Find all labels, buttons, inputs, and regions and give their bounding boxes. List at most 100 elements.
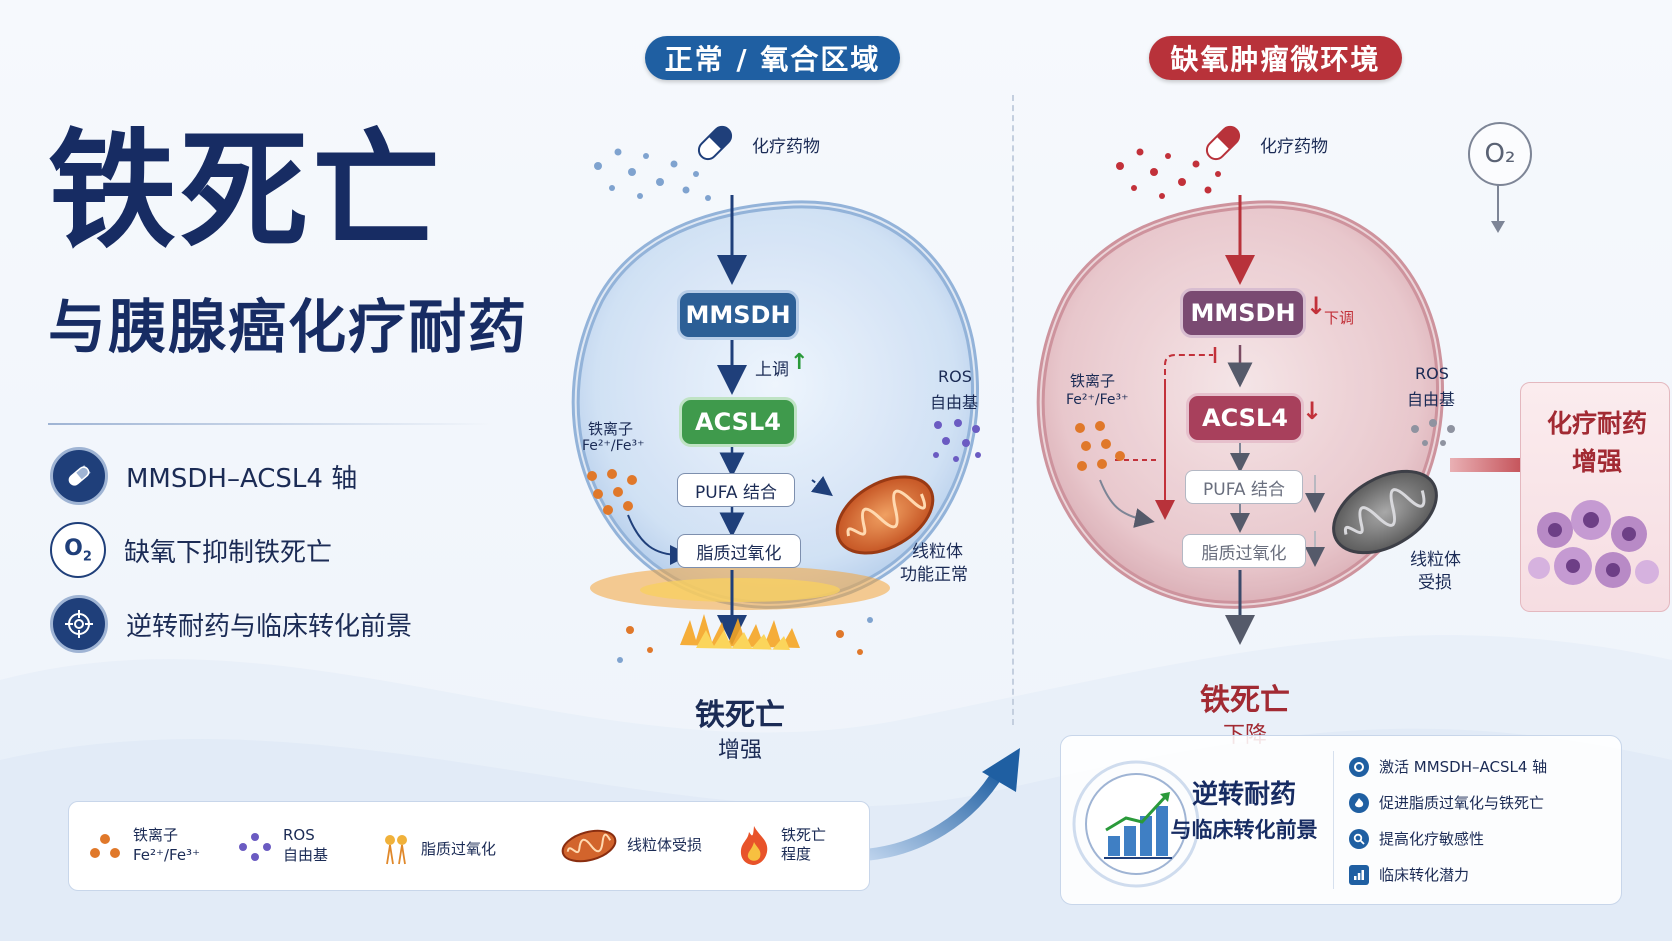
ros-icon: [933, 419, 981, 462]
page-title: 铁死亡: [48, 117, 445, 266]
feature-label: 缺氧下抑制铁死亡: [124, 537, 333, 568]
normal-pathway-arrows: [627, 195, 833, 645]
prospect-title: 逆转耐药: [1191, 780, 1296, 810]
down-arrow-icon: ↓: [1302, 397, 1323, 425]
normal-lipid-box: 脂质过氧化: [677, 534, 801, 568]
legend-item-mito: 线粒体受损: [559, 828, 702, 864]
hypoxic-lipid-box: 脂质过氧化: [1182, 534, 1306, 568]
normal-panel-header: 正常 / 氧合区域: [645, 36, 900, 80]
hypoxic-acsl4-box: ACSL4: [1186, 393, 1304, 443]
legend-item-lipid: 脂质过氧化: [381, 834, 496, 866]
prospect-item: 提高化疗敏感性: [1349, 828, 1484, 849]
down-label: 下调: [1324, 309, 1355, 327]
prospect-panel: 逆转耐药 与临床转化前景 激活 MMSDH–ACSL4 轴 促进脂质过氧化与铁死…: [1060, 735, 1622, 905]
feature-item-hypoxia: O2 缺氧下抑制铁死亡: [50, 522, 530, 578]
hypoxic-pufa-box: PUFA 结合: [1185, 470, 1303, 504]
up-label: 上调: [755, 360, 789, 380]
oxygen-icon: O2: [50, 522, 106, 578]
normal-outcome-sub: 增强: [717, 738, 762, 763]
panel-divider: [1012, 95, 1014, 725]
hypoxic-pathway-arrows: [1099, 195, 1325, 645]
feature-item-axis: MMSDH–ACSL4 轴: [50, 447, 530, 505]
target-icon: [50, 595, 108, 653]
normal-pufa-box: PUFA 结合: [677, 473, 795, 507]
iron-label: 铁离子: [588, 420, 634, 438]
ros-sublabel: 自由基: [1407, 390, 1456, 409]
gear-icon: [1349, 756, 1369, 777]
iron-ion-icon: [90, 833, 120, 858]
legend-sublabel: 自由基: [283, 845, 329, 864]
iron-ion-icon: [1075, 421, 1125, 471]
iron-ion-icon: [587, 469, 637, 515]
legend-label: 铁离子: [133, 826, 179, 844]
prospect-item-label: 临床转化潜力: [1379, 866, 1470, 884]
prospect-item: 促进脂质过氧化与铁死亡: [1349, 792, 1544, 813]
mito-status: 受损: [1418, 573, 1452, 593]
drug-label: 化疗药物: [752, 137, 820, 157]
mitochondria-icon: [1332, 469, 1438, 555]
ros-icon: [239, 832, 271, 861]
pill-icon: [50, 447, 108, 505]
ros-label: ROS: [1415, 364, 1449, 383]
resistance-label: 化疗耐药: [1546, 409, 1647, 438]
hypoxic-outcome: 铁死亡: [1200, 683, 1290, 718]
prospect-item: 临床转化潜力: [1349, 864, 1469, 885]
up-arrow-icon: ↑: [790, 350, 809, 375]
normal-outcome: 铁死亡: [695, 698, 785, 733]
drug-label: 化疗药物: [1260, 137, 1328, 157]
title-divider: [48, 423, 493, 425]
legend-sublabel: Fe²⁺/Fe³⁺: [133, 845, 200, 864]
ros-icon: [1411, 419, 1455, 446]
prospect-item: 激活 MMSDH–ACSL4 轴: [1349, 756, 1547, 777]
tumor-cells-icon: [1528, 500, 1659, 588]
iron-label: 铁离子: [1070, 372, 1116, 390]
hypoxic-mmsdh-box: MMSDH: [1180, 288, 1306, 338]
pill-icon: [697, 125, 733, 161]
bar-chart-icon: [1349, 864, 1369, 885]
fire-icon: [740, 826, 768, 865]
feature-item-reverse: 逆转耐药与临床转化前景: [50, 595, 530, 653]
legend-label: 脂质过氧化: [421, 840, 497, 859]
oxygen-down-arrow-icon: [1491, 185, 1505, 233]
mito-status: 功能正常: [900, 565, 968, 585]
lipid-icon: [385, 835, 407, 865]
search-icon: [1349, 828, 1369, 849]
drug-particles: [1116, 148, 1221, 199]
legend-sublabel: 程度: [781, 845, 812, 863]
ferroptosis-sparks: [617, 614, 873, 663]
mito-label: 线粒体: [912, 542, 963, 562]
mito-label: 线粒体: [1410, 550, 1461, 570]
legend-label: ROS: [283, 826, 315, 844]
mitochondria-icon: [561, 829, 617, 863]
legend-label: 铁死亡: [781, 825, 827, 844]
feature-label: MMSDH–ACSL4 轴: [126, 463, 358, 494]
mitochondria-icon: [835, 475, 935, 555]
prospect-item-label: 激活 MMSDH–ACSL4 轴: [1379, 758, 1548, 776]
flame-icon: [1349, 792, 1369, 813]
feature-label: 逆转耐药与临床转化前景: [126, 611, 413, 642]
drug-particles: [594, 148, 711, 201]
pill-icon: [1205, 125, 1241, 161]
down-arrow-icon: ↓: [1306, 292, 1327, 320]
prospect-item-label: 提高化疗敏感性: [1379, 830, 1485, 848]
iron-formula: Fe²⁺/Fe³⁺: [1066, 392, 1129, 408]
prospect-divider: [1333, 751, 1334, 889]
hypoxic-panel-header: 缺氧肿瘤微环境: [1149, 36, 1402, 80]
iron-formula: Fe²⁺/Fe³⁺: [582, 438, 645, 454]
legend-label: 线粒体受损: [627, 836, 703, 855]
transition-arrow-icon: [864, 748, 1020, 861]
normal-mmsdh-box: MMSDH: [677, 290, 799, 340]
resistance-sublabel: 增强: [1571, 447, 1622, 476]
page-subtitle: 与胰腺癌化疗耐药: [48, 293, 529, 361]
normal-acsl4-box: ACSL4: [679, 397, 797, 447]
prospect-item-label: 促进脂质过氧化与铁死亡: [1379, 794, 1545, 812]
prospect-subtitle: 与临床转化前景: [1170, 818, 1318, 842]
ros-sublabel: 自由基: [930, 393, 979, 412]
ros-label: ROS: [938, 367, 972, 386]
legend-item-fire: 铁死亡程度: [737, 824, 826, 866]
oxygen-icon: O₂: [1468, 122, 1532, 186]
growth-chart-icon: [1072, 760, 1200, 888]
